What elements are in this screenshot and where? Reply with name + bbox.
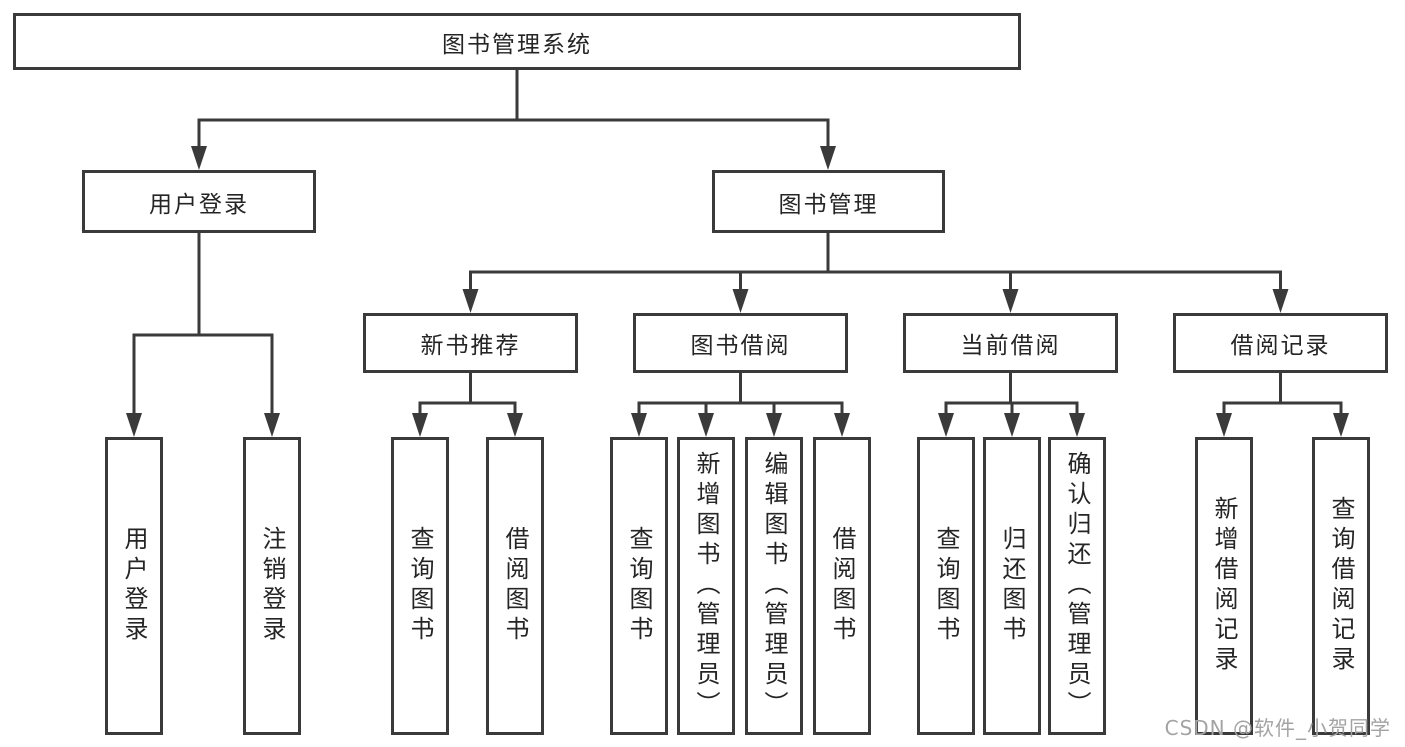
- leaf-label: 新增借阅记录: [1210, 496, 1238, 676]
- leaf-add-borrow-record: 新增借阅记录: [1195, 437, 1253, 735]
- leaf-label: 借阅图书: [501, 526, 529, 646]
- node-current-borrowing: 当前借阅: [903, 313, 1118, 373]
- leaf-query-book-under-current: 查询图书: [917, 437, 975, 735]
- leaf-query-borrow-record: 查询借阅记录: [1312, 437, 1370, 735]
- leaf-borrow-book-under-borrowing: 借阅图书: [813, 437, 871, 735]
- node-borrowing-records: 借阅记录: [1173, 313, 1388, 373]
- leaf-user-login: 用户登录: [105, 437, 163, 735]
- node-book-management: 图书管理: [712, 170, 945, 233]
- node-label: 图书管理: [778, 191, 879, 218]
- node-new-book-recommend: 新书推荐: [363, 313, 578, 373]
- leaf-label: 编辑图书（管理员）: [760, 451, 788, 721]
- node-label: 图书借阅: [690, 333, 791, 359]
- node-label: 新书推荐: [420, 333, 521, 359]
- leaf-label: 查询图书: [932, 526, 960, 646]
- leaf-label: 注销登录: [258, 526, 286, 646]
- leaf-add-book-admin: 新增图书（管理员）: [677, 437, 735, 735]
- leaf-label: 用户登录: [120, 526, 148, 646]
- leaf-query-book-under-borrowing: 查询图书: [610, 437, 668, 735]
- leaf-label: 借阅图书: [828, 526, 856, 646]
- node-book-borrowing: 图书借阅: [633, 313, 848, 373]
- leaf-query-book-under-new-book: 查询图书: [391, 437, 449, 735]
- node-user-login: 用户登录: [82, 170, 316, 233]
- node-label: 图书管理系统: [442, 31, 592, 58]
- leaf-label: 新增图书（管理员）: [692, 451, 720, 721]
- node-label: 用户登录: [149, 191, 249, 218]
- leaf-label: 查询图书: [625, 526, 653, 646]
- csdn-watermark: CSDN @软件_小贺同学: [1164, 716, 1391, 740]
- leaf-label: 查询借阅记录: [1327, 496, 1355, 676]
- node-library-management-system: 图书管理系统: [13, 13, 1021, 70]
- leaf-return-book: 归还图书: [983, 437, 1041, 735]
- node-label: 当前借阅: [960, 333, 1061, 359]
- leaf-logout: 注销登录: [243, 437, 301, 735]
- leaf-confirm-return-admin: 确认归还（管理员）: [1048, 437, 1106, 735]
- leaf-label: 确认归还（管理员）: [1063, 451, 1091, 721]
- leaf-label: 查询图书: [406, 526, 434, 646]
- leaf-borrow-book-under-new-book: 借阅图书: [486, 437, 544, 735]
- leaf-label: 归还图书: [998, 526, 1026, 646]
- leaf-edit-book-admin: 编辑图书（管理员）: [745, 437, 803, 735]
- node-label: 借阅记录: [1230, 333, 1331, 359]
